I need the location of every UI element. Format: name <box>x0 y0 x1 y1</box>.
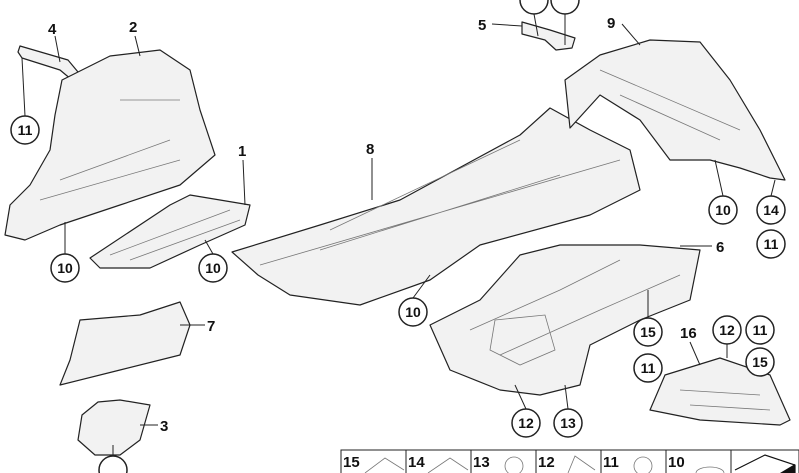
clip-icon <box>567 455 596 473</box>
nut-icon <box>504 456 524 473</box>
callout-cut-off <box>519 0 549 15</box>
svg-text:10: 10 <box>57 260 73 276</box>
label-part-9: 9 <box>607 15 615 32</box>
label-part-5: 5 <box>478 17 486 34</box>
label-part-3: 3 <box>160 418 168 435</box>
part-1-heat-shield <box>89 194 251 269</box>
label-part-4: 4 <box>48 21 57 38</box>
legend-cell: 14 <box>405 449 472 473</box>
legend-cell: 15 <box>340 449 407 473</box>
svg-text:12: 12 <box>518 415 534 431</box>
svg-text:11: 11 <box>603 454 619 471</box>
callout: 15 <box>633 317 663 347</box>
svg-text:10: 10 <box>205 260 221 276</box>
part-6-underbody-panel <box>429 244 701 396</box>
svg-text:14: 14 <box>763 202 779 218</box>
rivet-icon <box>695 466 725 473</box>
callout: 11 <box>756 229 786 259</box>
svg-text:12: 12 <box>719 322 735 338</box>
label-part-1: 1 <box>238 143 246 160</box>
part-2-heat-shield <box>4 49 216 241</box>
callout: 10 <box>398 297 428 327</box>
callout: 11 <box>745 315 775 345</box>
label-part-7: 7 <box>207 318 215 335</box>
callout: 10 <box>708 195 738 225</box>
callout: 12 <box>511 408 541 438</box>
part-8-tunnel-shield <box>231 107 641 306</box>
part-3-bracket <box>77 399 151 456</box>
svg-text:10: 10 <box>715 202 731 218</box>
callout: 10 <box>50 253 80 283</box>
part-9-heat-shield <box>564 39 786 181</box>
svg-text:14: 14 <box>408 454 425 471</box>
callout: 14 <box>756 195 786 225</box>
svg-text:11: 11 <box>753 322 768 338</box>
document-arrow-icon[interactable] <box>730 449 799 473</box>
legend-cell: 10 <box>665 449 732 473</box>
label-part-2: 2 <box>129 19 137 36</box>
callout-cut-off <box>550 0 580 15</box>
svg-text:15: 15 <box>343 454 360 471</box>
svg-text:15: 15 <box>752 354 768 370</box>
svg-text:13: 13 <box>473 454 490 471</box>
legend-cell: 12 <box>535 449 602 473</box>
svg-text:10: 10 <box>405 304 421 320</box>
legend-strip: 15 14 13 12 11 10 <box>340 449 799 473</box>
svg-text:10: 10 <box>668 454 685 471</box>
callout: 11 <box>633 353 663 383</box>
svg-text:11: 11 <box>764 236 779 252</box>
label-part-16: 16 <box>680 325 697 342</box>
part-4-bracket <box>17 45 79 81</box>
legend-cell: 13 <box>470 449 537 473</box>
part-5-bracket <box>521 21 576 51</box>
callout: 13 <box>553 408 583 438</box>
svg-text:11: 11 <box>641 360 656 376</box>
leader-lines <box>21 13 776 456</box>
label-part-6: 6 <box>716 239 724 256</box>
clip-icon <box>364 457 405 473</box>
part-7-shield <box>59 301 191 386</box>
callout: 11 <box>10 115 40 145</box>
callout-cut-off <box>98 455 128 473</box>
svg-text:13: 13 <box>560 415 576 431</box>
callout: 15 <box>745 347 775 377</box>
label-part-8: 8 <box>366 141 374 158</box>
svg-text:15: 15 <box>640 324 656 340</box>
clip-icon <box>427 457 469 473</box>
callout: 12 <box>712 315 742 345</box>
nut-icon <box>633 456 653 473</box>
callout: 10 <box>198 253 228 283</box>
legend-cell: 11 <box>600 449 667 473</box>
svg-text:11: 11 <box>18 122 33 138</box>
svg-text:12: 12 <box>538 454 555 471</box>
